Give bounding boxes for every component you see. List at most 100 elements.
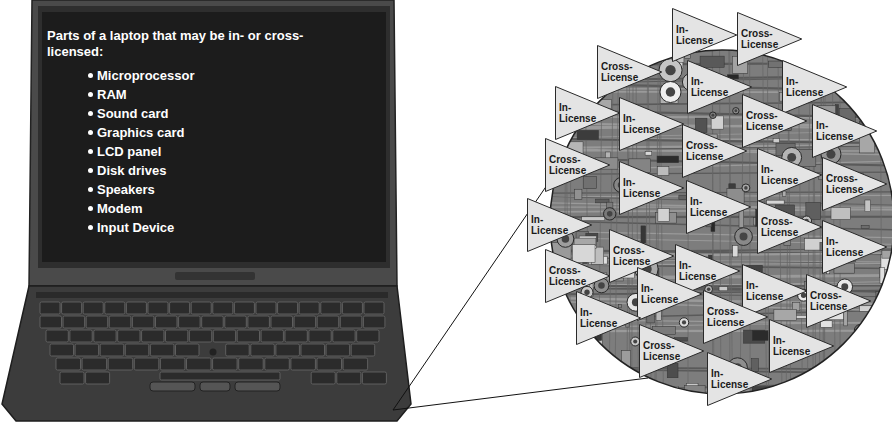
part-name: Modem: [97, 201, 143, 216]
key: [213, 330, 235, 342]
part-name: Speakers: [97, 182, 155, 197]
zoom-line: [393, 378, 648, 410]
key: [132, 316, 154, 328]
key: [46, 330, 68, 342]
key: [170, 302, 190, 314]
text-wrap: In-License: [527, 198, 592, 252]
key: [40, 302, 60, 314]
key: [226, 344, 250, 356]
text-wrap: Cross-License: [703, 290, 768, 344]
text-wrap: In-License: [769, 319, 834, 373]
license-triangle: Cross-License: [545, 138, 610, 192]
key: [342, 302, 362, 314]
list-item: Speakers: [47, 180, 378, 199]
list-item: LCD panel: [47, 142, 378, 161]
license-triangle: Cross-License: [757, 200, 822, 254]
license-triangle: Cross-License: [806, 274, 871, 328]
key: [299, 302, 319, 314]
key: [276, 344, 300, 356]
key: [326, 344, 350, 356]
license-triangle: In-License: [527, 198, 592, 252]
key: [321, 302, 341, 314]
key: [126, 302, 146, 314]
triangle-outline: [598, 46, 662, 99]
license-label: In-License: [757, 164, 803, 186]
key: [179, 316, 201, 328]
license-label: In-License: [742, 280, 788, 302]
key: [86, 372, 110, 384]
list-item: Disk drives: [47, 161, 378, 180]
license-triangle: Cross-License: [742, 94, 807, 148]
part-name: Graphics card: [97, 125, 184, 140]
key: [357, 330, 379, 342]
bullet: [88, 73, 93, 78]
triangle-outline: [577, 292, 641, 345]
key: [234, 302, 254, 314]
license-label: Cross-License: [597, 61, 643, 83]
triangle-outline: [683, 125, 747, 178]
key: [301, 344, 325, 356]
license-label: In-License: [812, 120, 858, 142]
laptop-lid: [29, 0, 397, 286]
key: [160, 358, 185, 370]
text-wrap: In-License: [686, 180, 751, 234]
list-item: Modem: [47, 199, 378, 218]
text-wrap: In-License: [757, 148, 822, 202]
license-triangle: Cross-License: [597, 45, 662, 99]
list-item: Graphics card: [47, 123, 378, 142]
triangle-outline: [640, 325, 704, 378]
circuit-board: [540, 40, 892, 414]
key: [189, 330, 211, 342]
triangle-outline: [638, 268, 702, 321]
key: [50, 344, 74, 356]
license-triangle: In-License: [822, 220, 887, 274]
text-wrap: In-License: [637, 267, 702, 321]
bullet: [88, 187, 93, 192]
list-item: Sound card: [47, 104, 378, 123]
key: [62, 302, 82, 314]
screen-heading: Parts of a laptop that may be in- or cro…: [47, 28, 347, 60]
laptop-base: [2, 286, 411, 421]
key: [333, 330, 355, 342]
text-wrap: Cross-License: [822, 157, 887, 211]
text-wrap: Cross-License: [639, 324, 704, 378]
text-wrap: Cross-License: [806, 274, 871, 328]
key: [150, 344, 174, 356]
triangle-outline: [620, 162, 684, 215]
text-wrap: In-License: [555, 86, 620, 140]
key: [213, 358, 238, 370]
bullet: [88, 130, 93, 135]
key: [82, 358, 107, 370]
text-wrap: In-License: [707, 352, 772, 406]
license-label: In-License: [686, 196, 732, 218]
touch-button: [235, 382, 280, 391]
key: [340, 316, 362, 328]
part-name: RAM: [97, 87, 127, 102]
key: [271, 316, 293, 328]
triangle-outline: [813, 105, 877, 158]
text-wrap: Cross-License: [742, 94, 807, 148]
license-label: In-License: [769, 335, 815, 357]
license-label: In-License: [687, 76, 733, 98]
license-label: In-License: [619, 177, 665, 199]
key: [343, 358, 368, 370]
triangle-outline: [556, 87, 620, 140]
triangle-outline: [673, 9, 737, 62]
text-wrap: Cross-License: [545, 138, 610, 192]
license-triangle: In-License: [555, 86, 620, 140]
triangle-outline: [823, 221, 887, 274]
bullet: [88, 111, 93, 116]
license-label: In-License: [822, 236, 868, 258]
key: [100, 344, 124, 356]
key: [337, 372, 361, 384]
key: [278, 302, 298, 314]
part-name: Disk drives: [97, 163, 166, 178]
license-label: In-License: [555, 102, 601, 124]
text-wrap: Cross-License: [682, 124, 747, 178]
key: [56, 358, 81, 370]
license-triangle: In-License: [619, 161, 684, 215]
license-label: In-License: [707, 368, 753, 390]
key: [237, 330, 259, 342]
key: [317, 358, 342, 370]
